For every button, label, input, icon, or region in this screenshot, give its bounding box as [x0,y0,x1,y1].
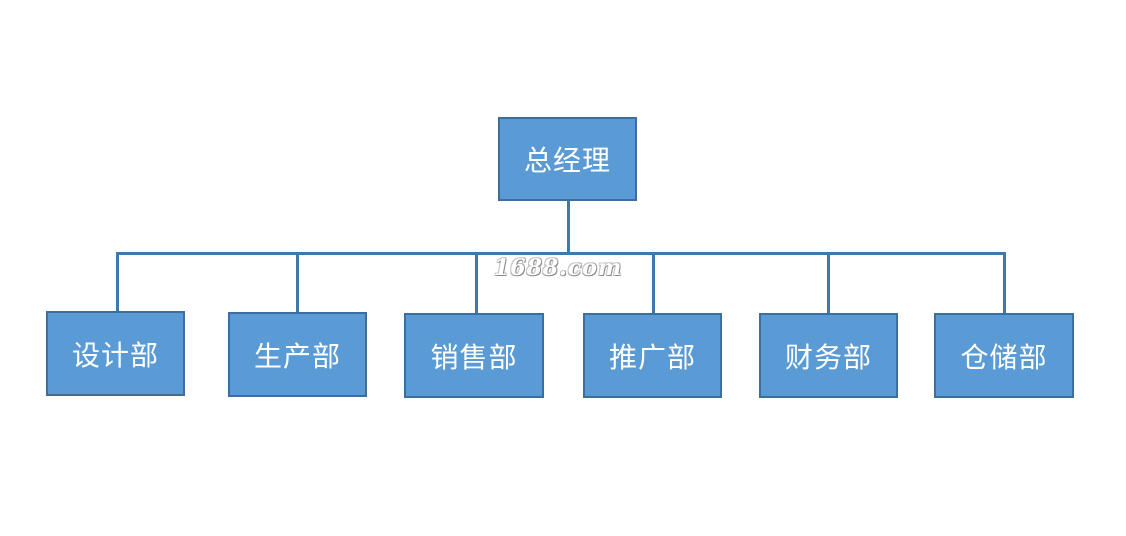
node-production-dept: 生产部 [228,312,367,397]
node-label: 生产部 [253,339,341,373]
node-label: 设计部 [71,338,159,372]
node-label: 仓储部 [960,340,1048,374]
dept-connector-5 [827,254,830,314]
node-label: 总经理 [523,144,611,177]
dept-connector-3 [475,254,478,314]
node-design-dept: 设计部 [46,311,185,396]
watermark-text: 1688.com [494,255,623,281]
dept-connector-2 [296,254,299,313]
dept-connector-1 [116,254,119,312]
dept-connector-4 [652,254,655,314]
node-label: 财务部 [784,340,872,374]
horizontal-connector [116,252,1006,255]
dept-connector-6 [1003,254,1006,314]
node-warehouse-dept: 仓储部 [934,313,1074,398]
node-general-manager: 总经理 [498,117,637,201]
node-label: 推广部 [608,340,696,374]
node-label: 销售部 [430,340,518,374]
node-sales-dept: 销售部 [404,313,544,398]
node-promotion-dept: 推广部 [583,313,722,398]
root-connector [567,200,570,255]
node-finance-dept: 财务部 [759,313,898,398]
